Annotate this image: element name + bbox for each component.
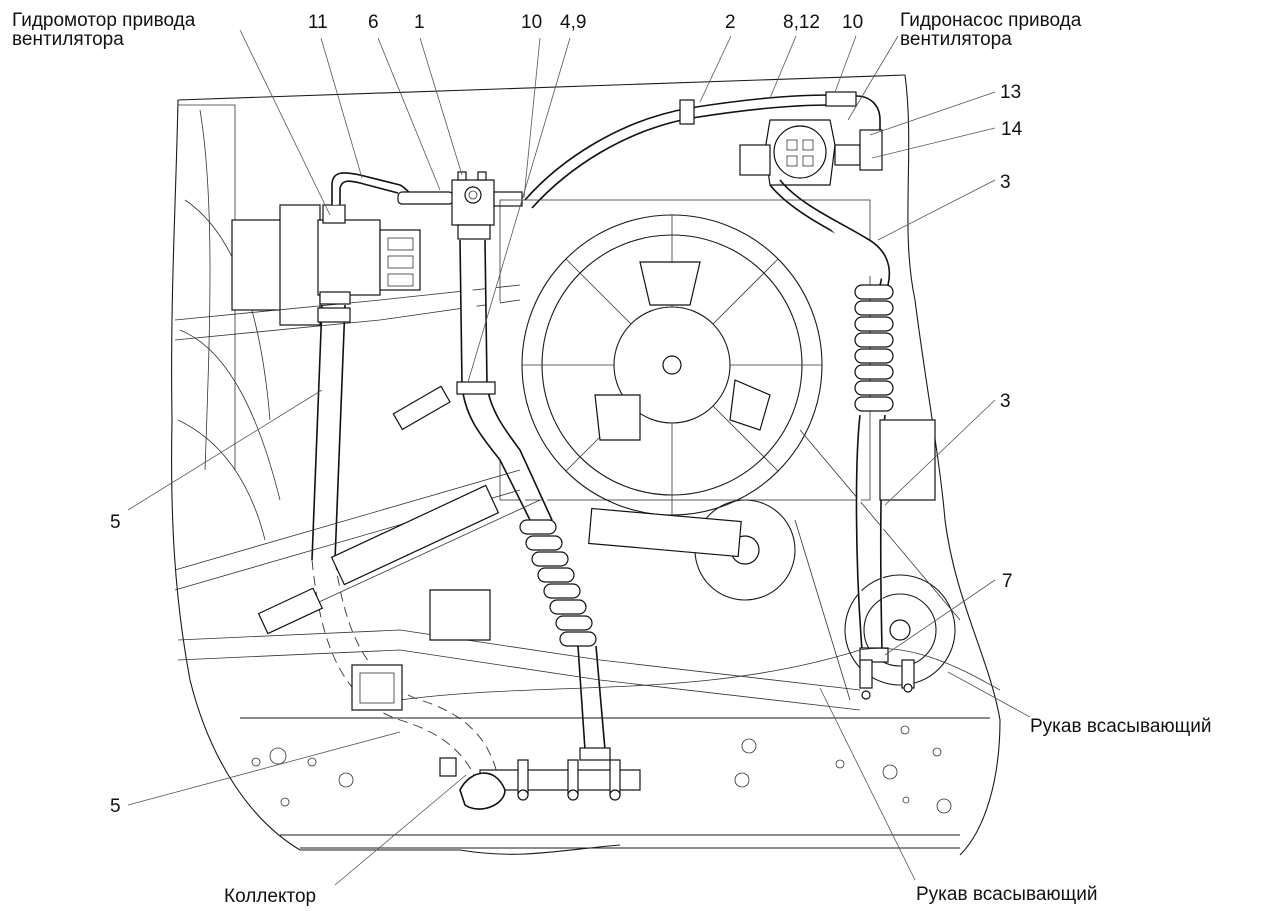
label-1: 1 [414,12,425,33]
leader-10a [523,37,541,199]
leader-11 [320,37,363,179]
label-10a: 10 [521,12,542,33]
leader-6 [377,37,441,191]
pulleys [588,429,961,701]
collector [439,757,641,810]
callout-labels: Гидромотор привода вентилятора 11 6 1 10… [12,10,1212,907]
view-outline [171,74,1001,856]
leader-10b [834,35,857,93]
leader-8-12 [769,35,797,99]
leader-2 [699,35,732,103]
hose-5 [311,304,501,791]
hose-3 [769,179,936,663]
label-14: 14 [1001,119,1023,140]
hydraulic-pump [739,119,883,186]
leader-5b [127,731,401,806]
leader-7 [884,579,996,656]
leader-13 [869,91,996,136]
label-8-12: 8,12 [783,12,820,33]
fan-housing [499,199,871,516]
label-suction-hose-bottom: Рукав всасывающий [916,884,1098,905]
label-5b: 5 [110,796,121,817]
leader-pump [847,35,899,121]
label-13: 13 [1000,82,1021,103]
label-3a: 3 [1000,172,1011,193]
hose-2 [524,91,881,209]
left-frame [174,104,521,541]
corrugated-section-right [854,284,894,412]
label-suction-hose-right: Рукав всасывающий [1030,716,1212,737]
leader-lines [127,29,1031,886]
leader-3a [877,179,996,241]
label-7: 7 [1002,571,1013,592]
hydraulic-motor [317,204,421,305]
suction-hose-clamps [859,659,915,700]
frame-rail [240,717,990,849]
leader-14 [871,127,996,159]
label-2: 2 [725,12,736,33]
lower-frame [177,589,1001,711]
leader-5a [127,389,323,511]
label-4-9: 4,9 [560,12,586,33]
valve-block [451,171,523,240]
leader-motor [239,29,331,216]
corrugated-section-left [519,519,597,647]
label-6: 6 [368,12,379,33]
hose-4-9 [456,239,611,761]
leader-suction2 [819,687,916,881]
label-3b: 3 [1000,391,1011,412]
leader-1 [419,37,463,176]
leader-3b [884,399,996,506]
label-10b: 10 [842,12,863,33]
label-5a: 5 [110,512,121,533]
leader-collector [334,774,467,886]
spring-assembly [174,385,541,635]
leader-suction1 [947,671,1031,718]
leader-4-9 [467,37,571,383]
label-collector: Коллектор [224,886,316,907]
label-hydraulic-pump: Гидронасос привода вентилятора [900,10,1087,50]
hose-11 [331,172,454,205]
label-hydraulic-motor: Гидромотор привода вентилятора [12,10,201,50]
label-11: 11 [308,12,328,33]
